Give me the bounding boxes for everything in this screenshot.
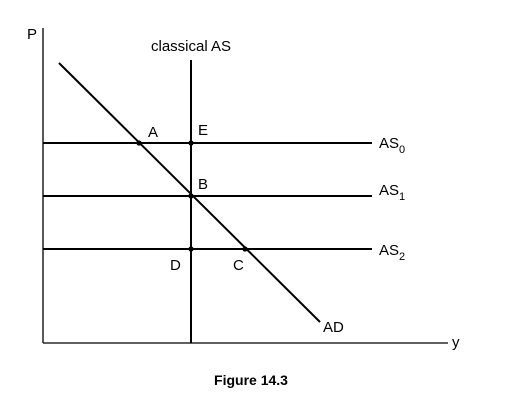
as0-label-main: AS — [379, 135, 399, 152]
point-c-label: C — [233, 257, 244, 274]
as1-label-sub: 1 — [399, 191, 405, 203]
point-e-dot — [188, 140, 194, 146]
price-axis-label: P — [27, 26, 37, 43]
point-b-label: B — [198, 176, 208, 193]
as1-label: AS1 — [379, 182, 405, 203]
as1-label-main: AS — [379, 182, 399, 199]
point-e-label: E — [198, 122, 208, 139]
point-a-label: A — [148, 124, 158, 141]
point-d-label: D — [170, 257, 181, 274]
as0-label: AS0 — [379, 135, 405, 156]
output-axis-label: y — [452, 334, 460, 351]
point-c-dot — [242, 246, 248, 252]
as0-label-sub: 0 — [399, 144, 405, 156]
point-d-dot — [188, 246, 194, 252]
as2-label-sub: 2 — [399, 251, 405, 263]
as2-label-main: AS — [379, 242, 399, 259]
as2-label: AS2 — [379, 242, 405, 263]
figure-caption: Figure 14.3 — [214, 372, 288, 388]
point-a-dot — [136, 140, 142, 146]
ad-line — [58, 62, 321, 323]
classical-as-label: classical AS — [151, 38, 231, 55]
point-b-dot — [188, 193, 194, 199]
ad-label: AD — [323, 319, 344, 336]
